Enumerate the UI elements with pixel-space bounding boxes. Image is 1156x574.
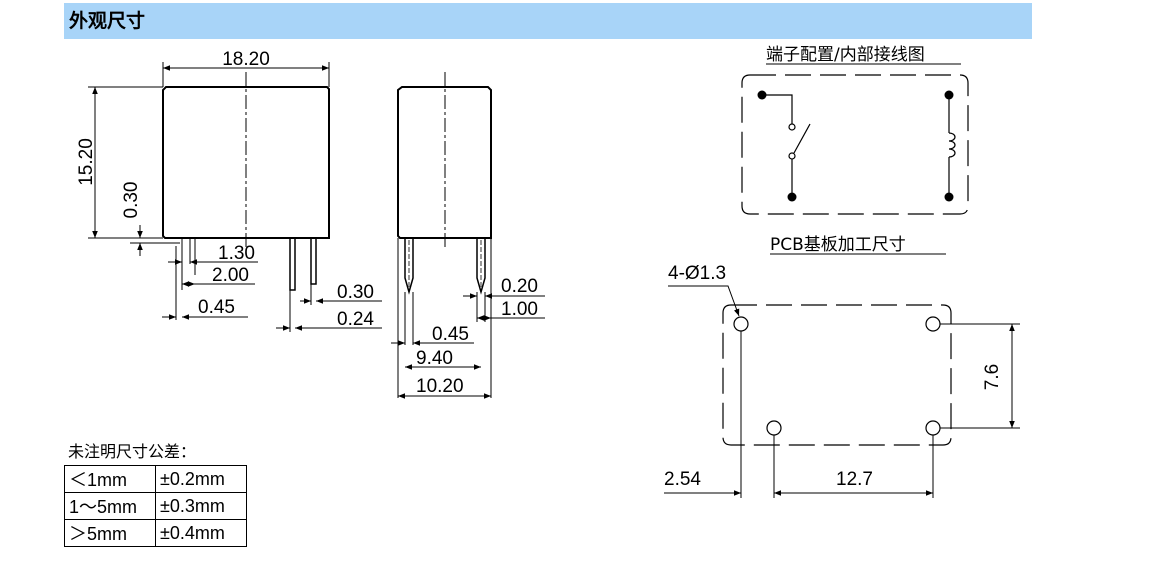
tolerance-cell: ±0.3mm [155, 492, 247, 520]
range-cell: 1～5mm [64, 492, 156, 520]
pcb-pitch-vertical: 7.6 [982, 364, 1003, 390]
pin-dot [757, 90, 767, 100]
pcb-pitch-a: 2.54 [664, 469, 701, 490]
pcb-title: PCB基板加工尺寸 [770, 235, 906, 255]
pcb-hole-label: 4-Ø1.3 [668, 263, 726, 284]
wiring-title: 端子配置/内部接线图 [766, 45, 925, 65]
tolerance-cell: ±0.2mm [155, 465, 247, 493]
tolerance-table: ＜1mm ±0.2mm 1～5mm ±0.3mm ＞5mm ±0.4mm [64, 465, 247, 547]
side-view [391, 72, 545, 399]
table-row: 1～5mm ±0.3mm [64, 492, 247, 520]
tolerance-cell: ±0.4mm [155, 519, 247, 547]
dim-gap: 0.30 [121, 182, 142, 219]
dim-pin-pitch: 2.00 [212, 265, 249, 286]
pin-dot [787, 192, 797, 202]
dim-side-2: 1.00 [501, 299, 538, 320]
pin-dot [944, 192, 954, 202]
dim-width: 18.20 [222, 49, 270, 70]
front-view [88, 62, 382, 332]
range-cell: ＜1mm [64, 465, 156, 493]
dim-side-4: 9.40 [416, 348, 453, 369]
dim-offset: 0.45 [198, 297, 235, 318]
dim-side-5: 10.20 [416, 376, 464, 397]
tolerance-note: 未注明尺寸公差： [68, 442, 197, 461]
dim-side-3: 0.45 [432, 324, 469, 345]
table-row: ＞5mm ±0.4mm [64, 519, 247, 547]
range-cell: ＞5mm [64, 519, 156, 547]
pin-dot [944, 90, 954, 100]
section-header: 外观尺寸 [64, 3, 1032, 39]
dim-pin-thickness: 0.30 [337, 282, 374, 303]
wiring-diagram [741, 74, 969, 215]
pcb-pitch-b: 12.7 [836, 469, 873, 490]
dim-side-1: 0.20 [501, 276, 538, 297]
pcb-layout [664, 285, 1020, 498]
dim-pin-gap: 0.24 [337, 309, 374, 330]
dim-pin-width: 1.30 [218, 243, 255, 264]
dim-height: 15.20 [76, 138, 97, 186]
table-row: ＜1mm ±0.2mm [64, 465, 247, 493]
